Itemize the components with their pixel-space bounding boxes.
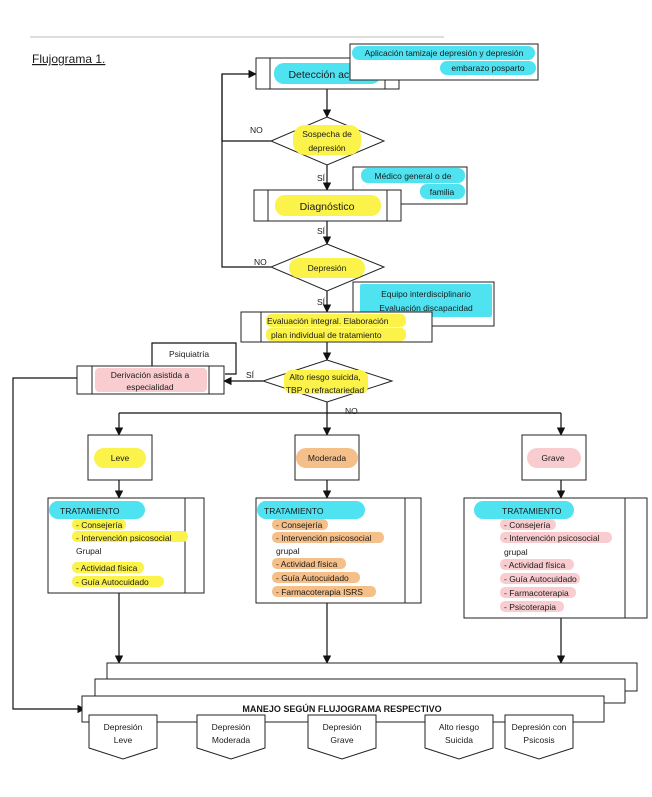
svg-text:- Intervención psicosocial: - Intervención psicosocial: [504, 533, 600, 543]
svg-text:embarazo posparto: embarazo posparto: [451, 63, 525, 73]
svg-text:- Guía Autocuidado: - Guía Autocuidado: [76, 577, 149, 587]
edges: [12, 69, 566, 714]
svg-text:Leve: Leve: [111, 453, 130, 463]
svg-text:SÍ: SÍ: [317, 226, 326, 236]
svg-text:- Guía Autocuidado: - Guía Autocuidado: [276, 573, 349, 583]
outcome-depresion-leve: Depresión Leve: [88, 714, 158, 760]
node-alto-riesgo: Alto riesgo suicida, TBP o refractarieda…: [261, 359, 394, 403]
node-sospecha-depresion: Sospecha de depresión: [269, 116, 386, 166]
svg-text:SÍ: SÍ: [246, 370, 255, 380]
svg-text:NO: NO: [254, 257, 267, 267]
svg-text:Psicosis: Psicosis: [523, 735, 554, 745]
svg-text:Moderada: Moderada: [212, 735, 251, 745]
svg-text:Diagnóstico: Diagnóstico: [300, 201, 355, 213]
diagram-title: Flujograma 1.: [32, 52, 105, 66]
svg-text:- Intervención psicosocial: - Intervención psicosocial: [276, 533, 372, 543]
svg-text:depresión: depresión: [308, 143, 346, 153]
svg-text:Sospecha de: Sospecha de: [302, 129, 352, 139]
node-grave: Grave: [521, 434, 587, 481]
svg-text:Depresión: Depresión: [104, 722, 143, 732]
svg-text:TRATAMIENTO: TRATAMIENTO: [264, 506, 324, 516]
outcome-alto-riesgo-suicida: Alto riesgo Suicida: [424, 714, 494, 760]
svg-text:- Guía Autocuidado: - Guía Autocuidado: [504, 574, 577, 584]
svg-text:Médico general o de: Médico general o de: [374, 171, 451, 181]
node-leve: Leve: [87, 434, 153, 481]
svg-text:Aplicación tamizaje depresión: Aplicación tamizaje depresión y depresió…: [365, 48, 524, 58]
node-diagnostico: Diagnóstico: [253, 189, 402, 222]
svg-text:Equipo interdisciplinario: Equipo interdisciplinario: [381, 289, 471, 299]
svg-text:Grupal: Grupal: [76, 546, 102, 556]
svg-text:Grave: Grave: [330, 735, 353, 745]
treatment-leve: TRATAMIENTO - Consejería - Intervención …: [47, 497, 205, 594]
svg-text:grupal: grupal: [504, 547, 528, 557]
svg-text:- Actividad física: - Actividad física: [276, 559, 338, 569]
svg-text:Depresión con: Depresión con: [512, 722, 567, 732]
node-depresion: Depresión: [269, 243, 386, 292]
note-equipo: Equipo interdisciplinario Evaluación dis…: [352, 281, 495, 327]
svg-text:- Consejería: - Consejería: [276, 520, 323, 530]
node-derivacion: Derivación asistida a especialidad: [76, 365, 225, 395]
node-evaluacion-integral: Evaluación integral. Elaboración plan in…: [240, 311, 433, 343]
svg-text:familia: familia: [430, 187, 455, 197]
svg-text:Grave: Grave: [541, 453, 564, 463]
node-moderada: Moderada: [294, 434, 360, 481]
svg-text:TBP o refractariedad: TBP o refractariedad: [286, 385, 365, 395]
svg-text:especialidad: especialidad: [126, 382, 174, 392]
svg-text:Alto riesgo: Alto riesgo: [439, 722, 479, 732]
svg-text:- Farmacoterapia ISRS: - Farmacoterapia ISRS: [276, 587, 363, 597]
svg-text:Detección activa: Detección activa: [288, 69, 365, 81]
svg-text:Alto riesgo suicida,: Alto riesgo suicida,: [289, 372, 360, 382]
svg-text:Evaluación integral. Elaboraci: Evaluación integral. Elaboración: [267, 316, 389, 326]
treatment-moderada: TRATAMIENTO - Consejería - Intervención …: [255, 497, 422, 604]
manejo-outcomes: Depresión Leve Depresión Moderada Depres…: [88, 714, 574, 760]
svg-text:NO: NO: [250, 125, 263, 135]
svg-text:SÍ: SÍ: [317, 297, 326, 307]
svg-text:- Psicoterapia: - Psicoterapia: [504, 602, 556, 612]
svg-text:Depresión: Depresión: [308, 263, 347, 273]
svg-text:- Consejería: - Consejería: [504, 520, 551, 530]
svg-text:Evaluación discapacidad: Evaluación discapacidad: [379, 303, 473, 313]
outcome-depresion-psicosis: Depresión con Psicosis: [504, 714, 574, 760]
manejo-header: MANEJO SEGÚN FLUJOGRAMA RESPECTIVO: [242, 703, 441, 714]
svg-text:Moderada: Moderada: [308, 453, 347, 463]
svg-text:- Intervención psicosocial: - Intervención psicosocial: [76, 533, 172, 543]
svg-text:- Actividad física: - Actividad física: [76, 563, 138, 573]
svg-text:Leve: Leve: [114, 735, 133, 745]
svg-text:TRATAMIENTO: TRATAMIENTO: [502, 506, 562, 516]
svg-text:TRATAMIENTO: TRATAMIENTO: [60, 506, 120, 516]
svg-text:grupal: grupal: [276, 546, 300, 556]
svg-text:Depresión: Depresión: [212, 722, 251, 732]
svg-text:Suicida: Suicida: [445, 735, 473, 745]
label-psiquiatria: Psiquiatría: [169, 349, 209, 359]
manejo-stack: MANEJO SEGÚN FLUJOGRAMA RESPECTIVO: [81, 662, 638, 723]
outcome-depresion-moderada: Depresión Moderada: [196, 714, 266, 760]
svg-text:plan individual de tratamiento: plan individual de tratamiento: [271, 330, 382, 340]
svg-text:Depresión: Depresión: [323, 722, 362, 732]
treatment-grave: TRATAMIENTO - Consejería - Intervención …: [463, 497, 648, 619]
note-medico: Médico general o de familia: [352, 166, 468, 205]
outcome-depresion-grave: Depresión Grave: [307, 714, 377, 760]
note-tamizaje: Aplicación tamizaje depresión y depresió…: [349, 43, 539, 81]
svg-text:- Consejería: - Consejería: [76, 520, 123, 530]
svg-text:- Farmacoterapia: - Farmacoterapia: [504, 588, 569, 598]
svg-text:- Actividad física: - Actividad física: [504, 560, 566, 570]
svg-text:NO: NO: [345, 406, 358, 416]
edge-labels: NO SÍ SÍ NO SÍ SÍ NO: [246, 125, 358, 416]
svg-text:Derivación asistida a: Derivación asistida a: [111, 370, 190, 380]
svg-text:SÍ: SÍ: [317, 173, 326, 183]
